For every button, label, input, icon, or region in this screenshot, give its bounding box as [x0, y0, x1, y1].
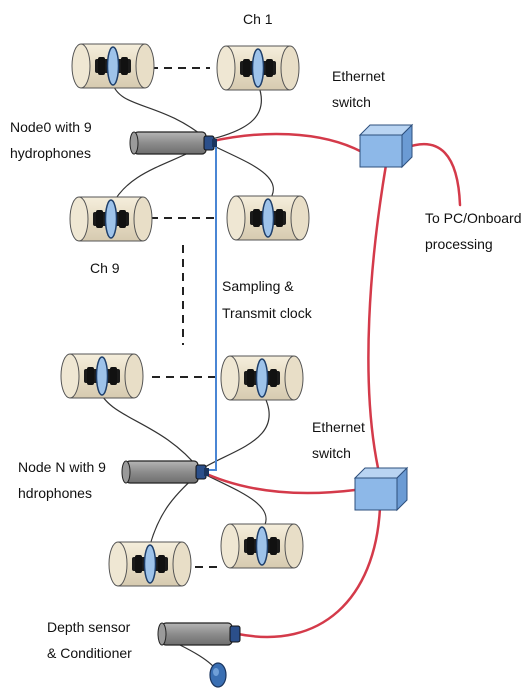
cable-node0-switch	[206, 132, 364, 154]
wire-top-left	[111, 81, 209, 141]
hydrophone-icon	[216, 45, 300, 91]
hydrophone-icon	[71, 43, 155, 89]
label-clock-line2: Transmit clock	[222, 305, 313, 321]
node0-cylinder-icon	[129, 131, 218, 155]
wire-mid-left	[97, 387, 201, 471]
hydrophone-icon	[220, 355, 304, 401]
depth-sensor-probe-icon	[209, 662, 227, 688]
hydrophone-icon	[220, 523, 304, 569]
hydrophone-icon	[69, 196, 153, 242]
label-ch9: Ch 9	[90, 260, 120, 276]
hydrophone-icon	[226, 195, 310, 241]
label-noden-line2: hdrophones	[18, 485, 92, 501]
label-pc-line2: processing	[425, 236, 493, 252]
label-node0-line1: Node0 with 9	[10, 119, 92, 135]
noden-cylinder-icon	[121, 460, 210, 484]
ethernet-cables	[198, 132, 462, 639]
label-eth-bottom-line1: Ethernet	[312, 419, 365, 435]
cable-switch-switch	[367, 163, 388, 470]
label-node0-line2: hydrophones	[10, 145, 91, 161]
label-eth-top-line1: Ethernet	[332, 68, 385, 84]
label-depth-line2: & Conditioner	[47, 645, 132, 661]
wire-low-right	[199, 471, 267, 531]
hydrophone-icon	[60, 353, 144, 399]
wire-top-right	[207, 83, 263, 141]
label-depth-line1: Depth sensor	[47, 619, 131, 635]
cable-switch-depth	[236, 506, 382, 639]
hydrophone-icon	[108, 541, 192, 587]
ellipsis-dashes	[150, 67, 222, 568]
label-ch1: Ch 1	[243, 11, 273, 27]
wire-bottom-right	[207, 142, 275, 203]
label-noden-line1: Node N with 9	[18, 459, 106, 475]
label-clock-line1: Sampling &	[222, 278, 294, 294]
label-eth-bottom-line2: switch	[312, 445, 351, 461]
label-eth-top-line2: switch	[332, 94, 371, 110]
depth-sensor-icon	[157, 622, 241, 646]
cable-switch-pc	[403, 142, 462, 207]
ethernet-switch-bottom-icon	[354, 467, 408, 511]
label-pc-line1: To PC/Onboard	[425, 210, 522, 226]
cable-noden-switch	[198, 469, 357, 495]
ethernet-switch-top-icon	[359, 124, 413, 168]
wire-mid-right	[199, 391, 270, 471]
clock-line	[208, 144, 217, 471]
